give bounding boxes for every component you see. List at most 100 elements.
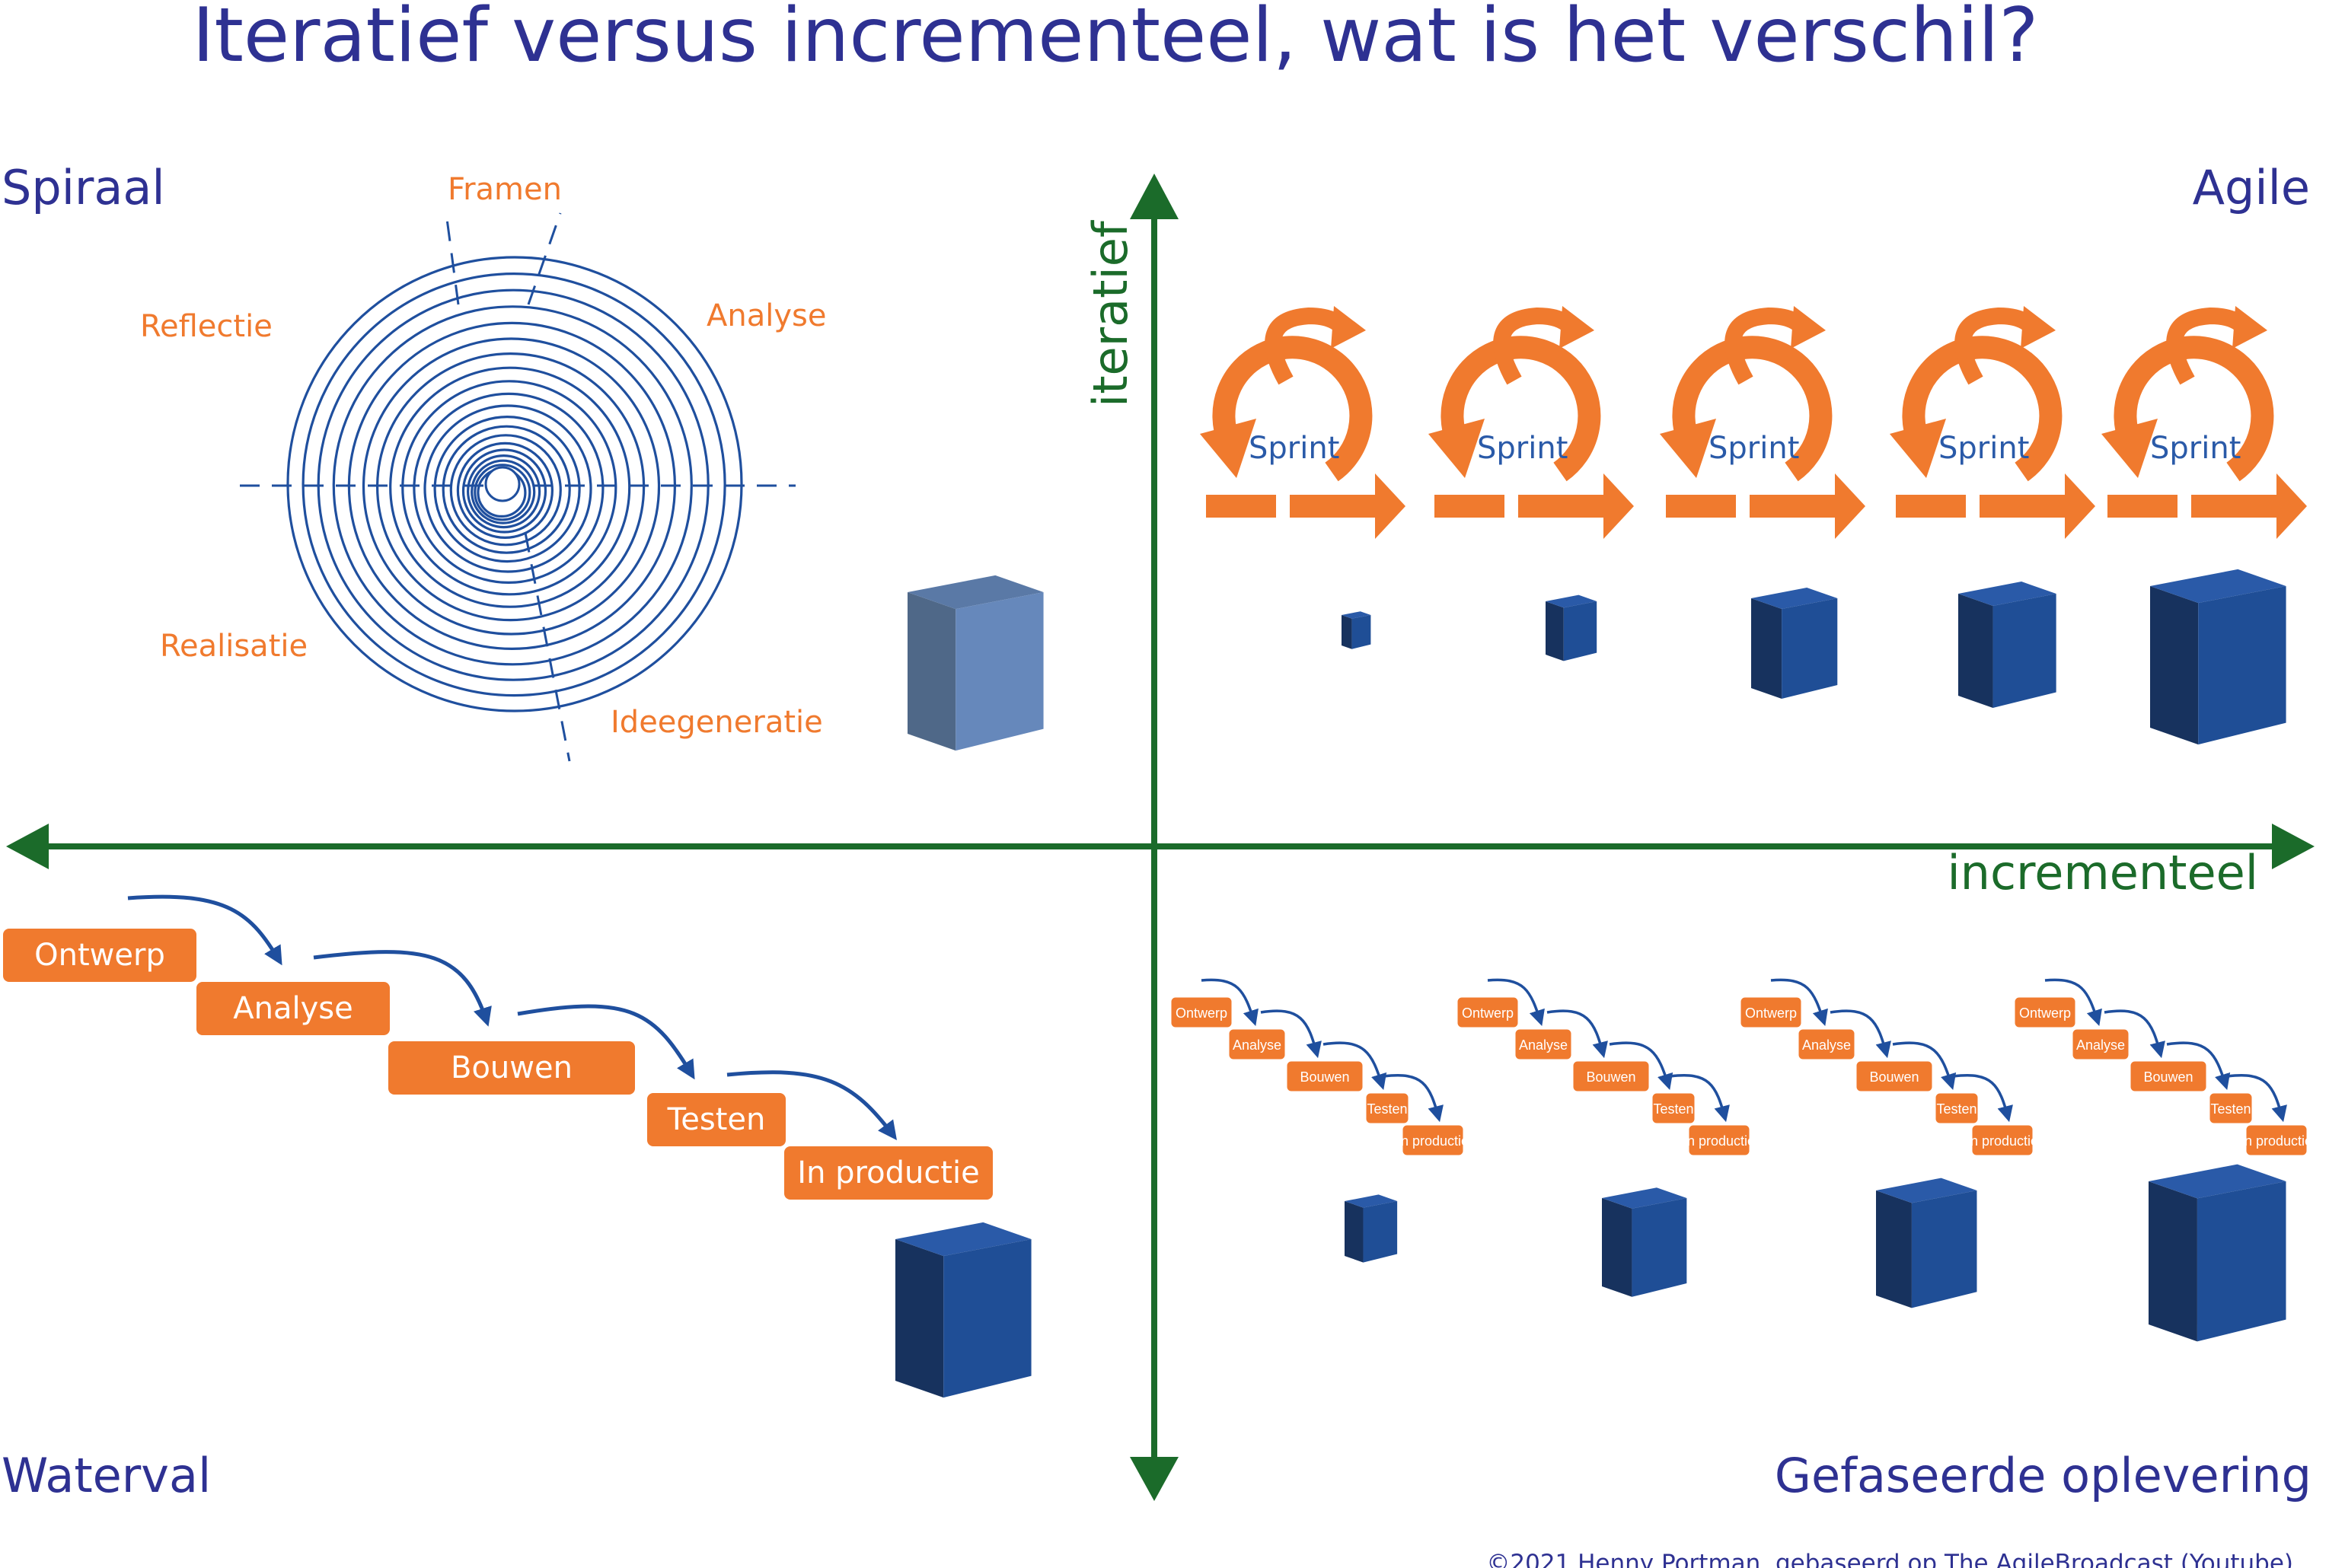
sprint-icon: Sprint — [1200, 306, 1405, 539]
cube-side-face — [1602, 1198, 1632, 1297]
phased-step-label: Ontwerp — [2019, 1005, 2071, 1021]
sprint-loop — [1440, 336, 1601, 482]
spiral-ring — [362, 337, 661, 636]
waterfall-step-label: In productie — [797, 1155, 979, 1190]
quadrant-label-waterval: Waterval — [2, 1448, 211, 1503]
cube-front-face — [1632, 1198, 1687, 1297]
phased-step-box — [1456, 996, 1519, 1028]
phased-flow-arrow — [1260, 1009, 1322, 1059]
cube-top-face — [1546, 594, 1597, 608]
phased-step-label: In productie — [1397, 1133, 1469, 1149]
phased-flow-arrow — [1892, 1041, 1957, 1091]
phased-step-box — [1651, 1092, 1696, 1124]
waterfall-flow-arrow — [127, 894, 282, 966]
prototype-cube — [908, 575, 1044, 751]
cube-front-face — [1363, 1201, 1398, 1263]
sprint-arrowhead — [1835, 473, 1865, 539]
sprint-icon: Sprint — [1428, 306, 1634, 539]
deliverable-cubes — [895, 569, 2286, 1398]
spiral-ring — [423, 404, 592, 573]
sprint-arrowhead — [1375, 473, 1405, 539]
page-title: Iteratief versus incrementeel, wat is he… — [193, 0, 2039, 79]
spiral-ring — [389, 366, 631, 608]
sprint-loop — [1672, 336, 1833, 482]
spiral-center — [484, 466, 521, 502]
sprint-dash — [1206, 495, 1276, 518]
cube-side-face — [1876, 1190, 1912, 1308]
cube-side-face — [1958, 594, 1993, 708]
sprint-label: Sprint — [1938, 431, 2029, 466]
axis-label-incrementeel: incrementeel — [1947, 845, 2258, 900]
spiral-phase-framen: Framen — [448, 172, 562, 207]
vertical-axis-arrow-down — [1130, 1457, 1179, 1501]
phased-step-box — [1228, 1028, 1286, 1060]
cube-side-face — [895, 1239, 944, 1398]
sprint-shaft — [1750, 495, 1849, 518]
phased-step-box — [1402, 1124, 1464, 1156]
phased-step-box — [2245, 1124, 2308, 1156]
sprint-arrowhead — [2276, 473, 2307, 539]
spiral-ring — [433, 415, 581, 563]
sprint-shaft — [2191, 495, 2290, 518]
cube-front-face — [956, 592, 1044, 751]
spiral-ring — [413, 392, 605, 585]
sprint-loop-arrowhead — [1200, 419, 1256, 478]
credit-text: ©2021 Henny Portman. gebaseerd op The Ag… — [1486, 1550, 2293, 1568]
cube-side-face — [2150, 586, 2199, 745]
cube-side-face — [1546, 601, 1564, 661]
phased-step-label: Bouwen — [1300, 1069, 1349, 1085]
sprint-loop-arrowhead — [2101, 419, 2158, 478]
spiral-ring — [461, 448, 547, 534]
phased-step-box — [1971, 1124, 2034, 1156]
deliverable-cube — [2149, 1164, 2286, 1342]
deliverable-cube — [1546, 594, 1597, 661]
phased-flow-arrow — [1201, 978, 1259, 1027]
spiral-phase-realisatie: Realisatie — [160, 629, 308, 664]
phased-step-box — [1688, 1124, 1750, 1156]
spiral-ring — [332, 305, 693, 666]
sprint-shaft — [1290, 495, 1389, 518]
phased-step-box — [1740, 996, 1802, 1028]
waterfall-flow-arrow — [726, 1070, 897, 1141]
phased-step-box — [1170, 996, 1233, 1028]
waterfall-step-label: Analyse — [233, 991, 353, 1026]
phased-step-label: Analyse — [1233, 1037, 1281, 1053]
phased-step-box — [1365, 1092, 1409, 1124]
phased-flow-arrow — [1609, 1041, 1673, 1091]
sprint-arrowhead — [2065, 473, 2095, 539]
spiral-ring — [286, 256, 743, 712]
cube-front-face — [1782, 598, 1838, 700]
spiral-ring — [456, 441, 554, 540]
deliverable-cube — [1751, 587, 1838, 700]
cube-side-face — [1342, 615, 1352, 649]
spiral-ring — [466, 454, 541, 529]
cube-front-face — [1911, 1190, 1977, 1308]
deliverable-cube — [1876, 1178, 1977, 1308]
phased-step-label: Analyse — [2076, 1037, 2125, 1053]
cube-front-face — [2197, 1181, 2286, 1342]
deliverable-cube — [895, 1222, 1032, 1398]
phased-step-box — [1286, 1060, 1364, 1092]
cube-side-face — [2149, 1181, 2197, 1342]
phased-step-label: In productie — [1967, 1133, 2038, 1149]
spiral-phase-reflectie: Reflectie — [140, 309, 273, 344]
cube-top-face — [1345, 1194, 1398, 1208]
phased-step-box — [2209, 1092, 2253, 1124]
deliverable-cube — [1345, 1194, 1398, 1263]
cube-top-face — [1602, 1187, 1687, 1209]
cube-front-face — [1992, 594, 2056, 708]
waterfall-flow-arrow — [517, 1004, 695, 1080]
vertical-axis-arrow-up — [1130, 174, 1179, 219]
spiral-dividers — [240, 212, 796, 762]
cube-top-face — [2149, 1164, 2286, 1199]
phased-flow-arrow — [2104, 1009, 2165, 1059]
waterfall-step-label: Bouwen — [451, 1050, 573, 1085]
sprint-arrowhead — [1603, 473, 1634, 539]
sprint-icon: Sprint — [2101, 306, 2307, 539]
phased-step-box — [2130, 1060, 2207, 1092]
spiral-ring — [474, 464, 531, 521]
